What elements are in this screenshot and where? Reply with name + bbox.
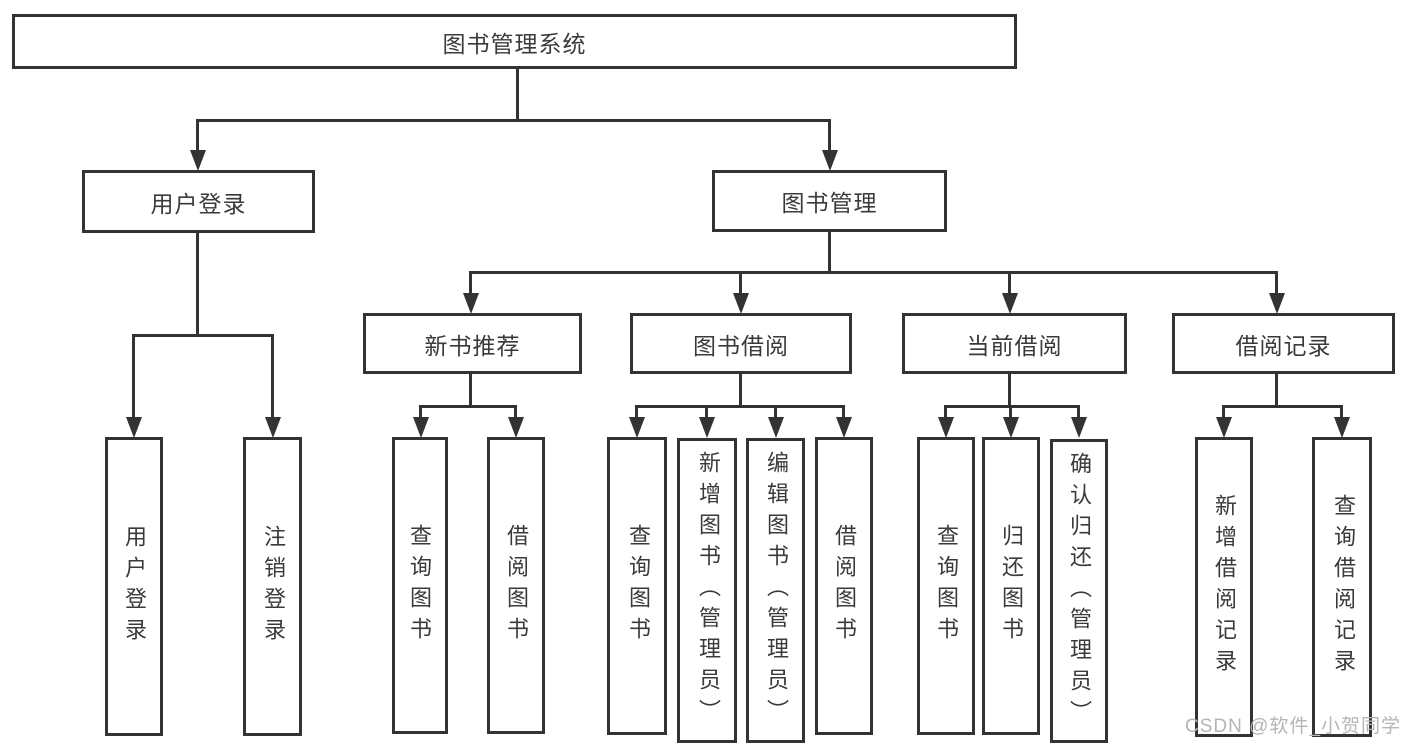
connector-line bbox=[842, 405, 845, 420]
connector-line bbox=[469, 271, 1278, 274]
leaf-query-books-recommend: 查询图书 bbox=[392, 437, 448, 734]
down-arrowhead-icon bbox=[768, 417, 784, 438]
node-new-book-recommend: 新书推荐 bbox=[363, 313, 582, 374]
connector-line bbox=[196, 119, 199, 153]
down-arrowhead-icon bbox=[1003, 417, 1019, 438]
connector-line bbox=[828, 231, 831, 274]
down-arrowhead-icon bbox=[1071, 417, 1087, 438]
down-arrowhead-icon bbox=[413, 417, 429, 438]
connector-line bbox=[469, 271, 472, 295]
connector-line bbox=[1222, 405, 1342, 408]
down-arrowhead-icon bbox=[822, 150, 838, 171]
connector-line bbox=[419, 405, 517, 408]
connector-line bbox=[635, 405, 638, 420]
connector-line bbox=[132, 334, 273, 337]
leaf-logout: 注销登录 bbox=[243, 437, 302, 736]
leaf-user-login: 用户登录 bbox=[105, 437, 163, 736]
down-arrowhead-icon bbox=[699, 417, 715, 438]
node-book-borrowing: 图书借阅 bbox=[630, 313, 852, 374]
down-arrowhead-icon bbox=[265, 417, 281, 438]
connector-line bbox=[271, 334, 274, 419]
down-arrowhead-icon bbox=[1216, 417, 1232, 438]
connector-line bbox=[1008, 271, 1011, 295]
down-arrowhead-icon bbox=[1269, 293, 1285, 314]
leaf-query-books-current: 查询图书 bbox=[917, 437, 975, 735]
connector-line bbox=[1077, 405, 1080, 420]
connector-line bbox=[1275, 373, 1278, 408]
leaf-borrow-books-borrowing: 借阅图书 bbox=[815, 437, 873, 735]
node-library-management-system: 图书管理系统 bbox=[12, 14, 1017, 69]
connector-line bbox=[514, 405, 517, 420]
leaf-confirm-return-admin: 确认归还（管理员） bbox=[1050, 439, 1108, 743]
down-arrowhead-icon bbox=[629, 417, 645, 438]
csdn-watermark: CSDN @软件_小贺同学 bbox=[1185, 716, 1401, 737]
down-arrowhead-icon bbox=[733, 293, 749, 314]
connector-line bbox=[1222, 405, 1225, 420]
connector-line bbox=[196, 119, 831, 122]
down-arrowhead-icon bbox=[508, 417, 524, 438]
connector-line bbox=[196, 232, 199, 337]
connector-line bbox=[944, 405, 947, 420]
connector-line bbox=[774, 405, 777, 420]
connector-line bbox=[635, 405, 844, 408]
leaf-borrow-books-recommend: 借阅图书 bbox=[487, 437, 545, 734]
down-arrowhead-icon bbox=[463, 293, 479, 314]
connector-line bbox=[828, 119, 831, 153]
connector-line bbox=[739, 271, 742, 295]
node-book-management: 图书管理 bbox=[712, 170, 947, 232]
node-current-borrowing: 当前借阅 bbox=[902, 313, 1127, 374]
leaf-add-borrow-record: 新增借阅记录 bbox=[1195, 437, 1253, 737]
connector-line bbox=[1275, 271, 1278, 295]
connector-line bbox=[419, 405, 422, 420]
connector-line bbox=[132, 334, 135, 419]
down-arrowhead-icon bbox=[190, 150, 206, 171]
down-arrowhead-icon bbox=[938, 417, 954, 438]
node-borrowing-records: 借阅记录 bbox=[1172, 313, 1395, 374]
down-arrowhead-icon bbox=[126, 417, 142, 438]
node-user-login: 用户登录 bbox=[82, 170, 315, 233]
connector-line bbox=[469, 373, 472, 408]
leaf-query-borrow-record: 查询借阅记录 bbox=[1312, 437, 1372, 737]
down-arrowhead-icon bbox=[836, 417, 852, 438]
connector-line bbox=[516, 66, 519, 122]
connector-line bbox=[705, 405, 708, 420]
leaf-edit-book-admin: 编辑图书（管理员） bbox=[746, 438, 805, 743]
connector-line bbox=[1009, 405, 1012, 420]
connector-line bbox=[1008, 373, 1011, 408]
leaf-add-book-admin: 新增图书（管理员） bbox=[677, 438, 737, 743]
leaf-query-books-borrowing: 查询图书 bbox=[607, 437, 667, 735]
connector-line bbox=[739, 373, 742, 408]
connector-line bbox=[1340, 405, 1343, 420]
leaf-return-books: 归还图书 bbox=[982, 437, 1040, 735]
down-arrowhead-icon bbox=[1002, 293, 1018, 314]
down-arrowhead-icon bbox=[1334, 417, 1350, 438]
